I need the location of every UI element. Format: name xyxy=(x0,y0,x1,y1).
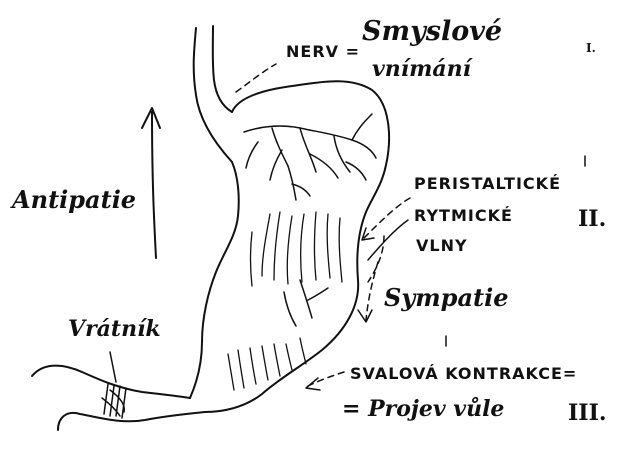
label-svalova-kontrakce: SVALOVÁ KONTRAKCE= xyxy=(350,366,577,382)
label-sympatie: Sympatie xyxy=(384,286,508,310)
nerve-branches xyxy=(244,114,376,326)
peristaltic-arrows xyxy=(362,198,410,282)
vratnik-pointer-arrow xyxy=(110,352,116,382)
label-vnimani: vnímání xyxy=(372,58,471,80)
muscle-striations xyxy=(228,212,342,390)
pylorus-sphincter xyxy=(102,384,126,418)
label-smyslove: Smyslové xyxy=(362,18,502,45)
label-numeral-1: I. xyxy=(586,42,596,54)
esophagus xyxy=(194,26,232,162)
label-vratnik: Vrátník xyxy=(68,318,161,340)
label-projev-vule: = Projev vůle xyxy=(342,398,504,420)
label-vlny: VLNY xyxy=(416,238,468,254)
antipatie-arrow xyxy=(142,108,160,258)
contraction-arrow xyxy=(306,372,344,390)
label-rytmicke: RYTMICKÉ xyxy=(414,208,513,224)
label-nerv: NERV = xyxy=(286,44,360,60)
label-numeral-3: III. xyxy=(568,402,607,424)
label-antipatie: Antipatie xyxy=(12,188,136,212)
label-peristalticke: PERISTALTICKÉ xyxy=(414,176,561,192)
nerve-pointer-arrow xyxy=(236,64,276,92)
label-numeral-2: II. xyxy=(578,208,606,230)
